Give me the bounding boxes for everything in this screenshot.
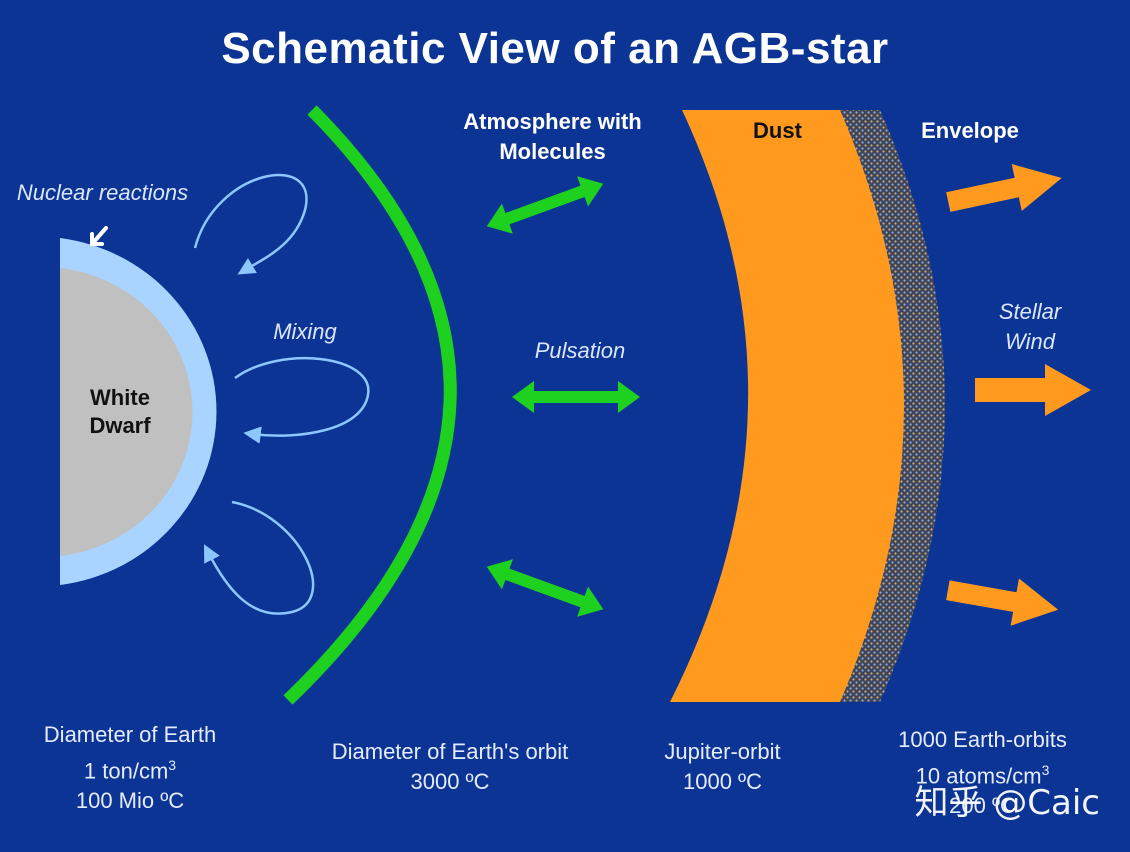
footer-envelope-line1: 1000 Earth-orbits bbox=[898, 727, 1067, 752]
footer-atmosphere: Diameter of Earth's orbit 3000 ºC bbox=[300, 737, 600, 797]
atmosphere-label: Atmosphere with Molecules bbox=[430, 107, 675, 167]
dust-band bbox=[670, 110, 904, 702]
wind-arrow-bottom-icon bbox=[946, 578, 1059, 626]
stellar-wind-line1: Stellar bbox=[998, 299, 1062, 324]
footer-atmosphere-line2: 3000 ºC bbox=[410, 769, 490, 794]
nuclear-arrow-icon bbox=[90, 226, 108, 246]
footer-envelope-line2: 10 atoms/cm3 bbox=[915, 762, 1050, 789]
white-dwarf-line1: White bbox=[90, 385, 150, 410]
pulsation-arrow-middle-icon bbox=[512, 381, 640, 413]
footer-core-line2: 1 ton/cm3 bbox=[83, 757, 177, 784]
footer-dust: Jupiter-orbit 1000 ºC bbox=[640, 737, 805, 797]
wind-arrow-middle-icon bbox=[975, 364, 1091, 416]
mixing-label: Mixing bbox=[273, 319, 337, 344]
atmosphere-arc bbox=[283, 105, 457, 705]
footer-core: Diameter of Earth 1 ton/cm3 100 Mio ºC bbox=[15, 720, 245, 816]
dust-label: Dust bbox=[753, 118, 802, 143]
pulsation-arrow-bottom-icon bbox=[486, 559, 604, 617]
white-dwarf-label: White Dwarf bbox=[60, 384, 180, 440]
watermark: 知乎 @Caic bbox=[914, 783, 1100, 823]
diagram-title: Schematic View of an AGB-star bbox=[221, 24, 889, 73]
footer-dust-line1: Jupiter-orbit bbox=[664, 739, 781, 764]
pulsation-arrow-top-icon bbox=[486, 176, 604, 234]
footer-envelope: 1000 Earth-orbits 10 atoms/cm3 200 ºC bbox=[870, 725, 1095, 821]
wind-arrow-top-icon bbox=[946, 164, 1062, 212]
white-dwarf-line2: Dwarf bbox=[89, 413, 151, 438]
stellar-wind-label: Stellar Wind bbox=[975, 297, 1085, 357]
mixing-loop-top-icon bbox=[193, 173, 308, 275]
mixing-loop-bottom-icon bbox=[203, 500, 315, 615]
footer-core-line1: Diameter of Earth bbox=[43, 722, 217, 747]
footer-atmosphere-line1: Diameter of Earth's orbit bbox=[331, 739, 569, 764]
atmosphere-line1: Atmosphere with bbox=[463, 109, 642, 134]
mixing-loop-middle-icon bbox=[234, 356, 370, 444]
footer-dust-line2: 1000 ºC bbox=[683, 769, 762, 794]
stellar-wind-line2: Wind bbox=[1005, 329, 1055, 354]
dust-dotted-band bbox=[838, 110, 945, 702]
envelope-label: Envelope bbox=[921, 118, 1019, 143]
pulsation-label: Pulsation bbox=[534, 338, 626, 363]
atmosphere-line2: Molecules bbox=[499, 139, 606, 164]
white-dwarf-core bbox=[60, 268, 193, 556]
footer-core-line3: 100 Mio ºC bbox=[75, 788, 185, 814]
footer-envelope-line3: 200 ºC bbox=[949, 793, 1016, 819]
nuclear-reactions-label: Nuclear reactions bbox=[16, 180, 189, 205]
